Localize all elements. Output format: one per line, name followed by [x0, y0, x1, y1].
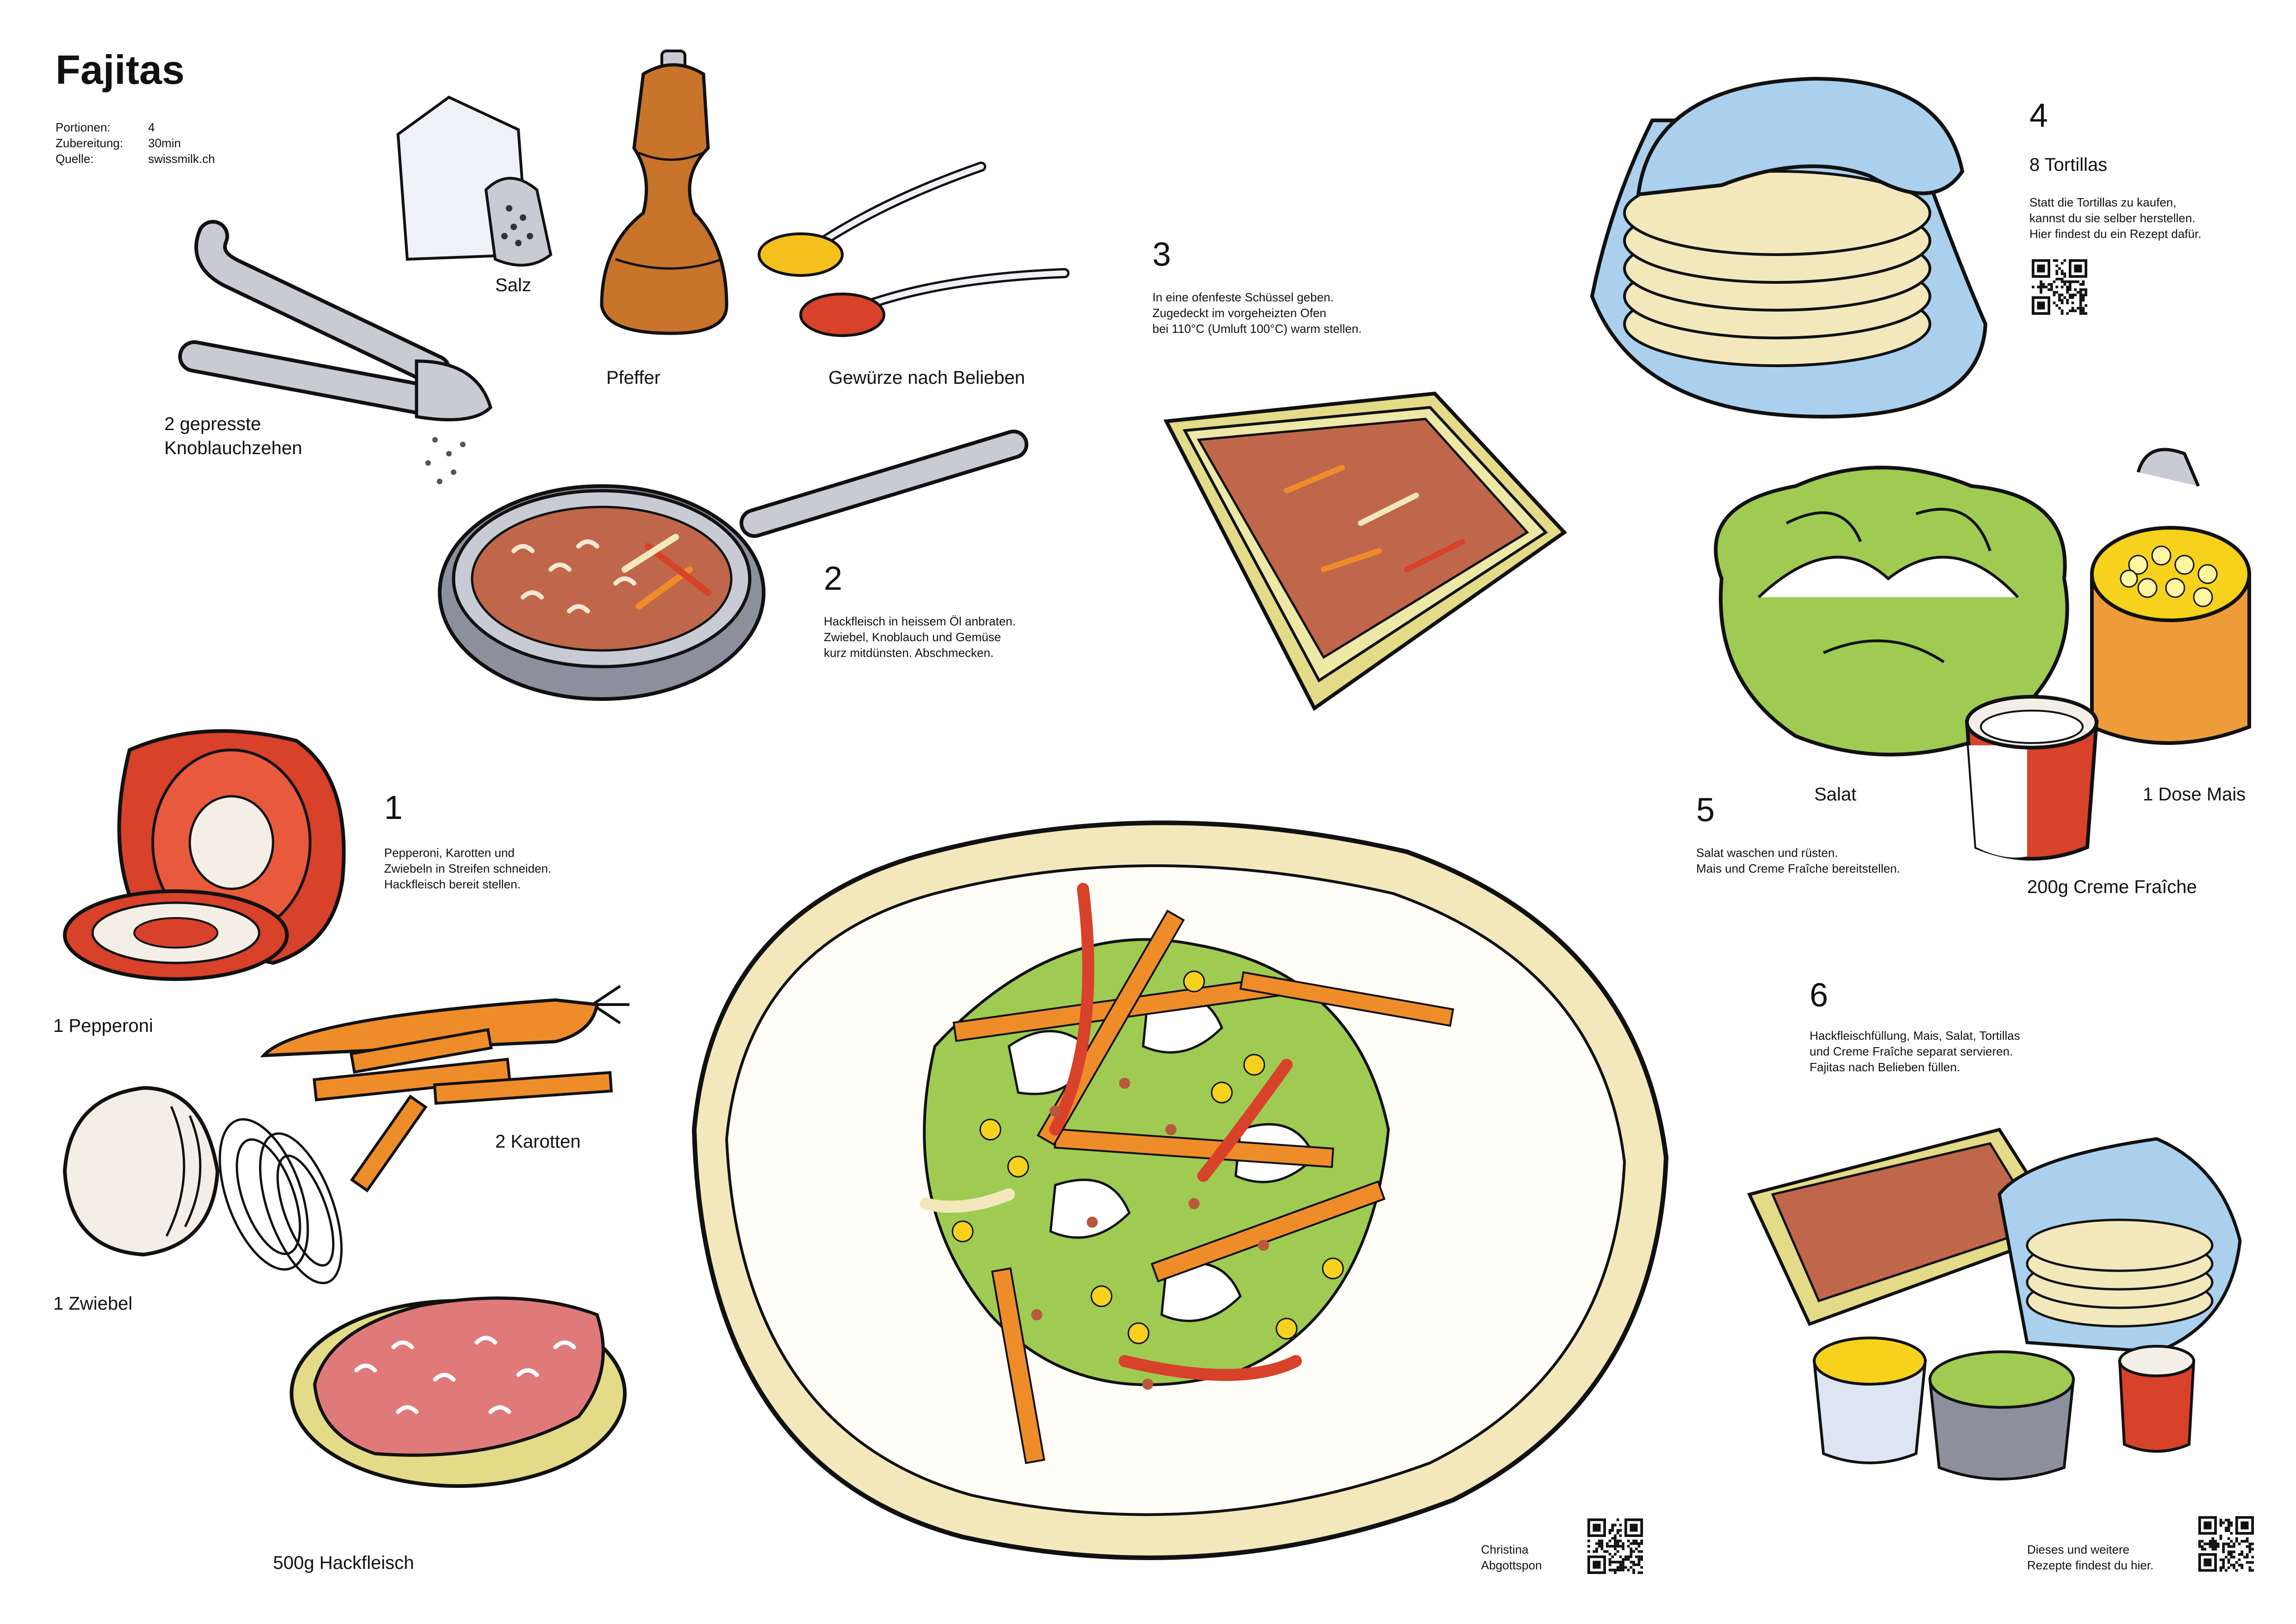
lettuce-illustration — [1714, 466, 2069, 756]
servings-value: 4 — [148, 120, 155, 134]
step-6-text: Hackfleischfüllung, Mais, Salat, Tortill… — [1810, 1029, 2020, 1074]
source-value: swissmilk.ch — [148, 152, 215, 166]
serving-setup-illustration — [1747, 1127, 2242, 1480]
step-3-number: 3 — [1152, 236, 1171, 273]
step-3-text: In eine ofenfeste Schüssel geben. Zugede… — [1152, 290, 1362, 336]
pepper-label: Pfeffer — [606, 368, 661, 388]
baking-dish-illustration — [1163, 391, 1568, 711]
step-2-number: 2 — [824, 560, 843, 597]
tortillas-label: 8 Tortillas — [2029, 155, 2108, 175]
fajita-tortilla-illustration — [691, 820, 1669, 1560]
time-value: 30min — [148, 136, 181, 150]
recipe-meta: Portionen: 4 Zubereitung: 30min Quelle: … — [56, 119, 287, 167]
minced-meat-illustration — [290, 1296, 627, 1488]
source-label: Quelle: — [56, 152, 94, 166]
step-2-text: Hackfleisch in heissem Öl anbraten. Zwie… — [824, 614, 1016, 660]
creme-fraiche-cup-illustration — [1965, 695, 2099, 861]
step-4-text: Statt die Tortillas zu kaufen, kannst du… — [2029, 195, 2202, 241]
garlic-label: 2 gepresste Knoblauchzehen — [164, 414, 303, 458]
spice-spoons-illustration — [758, 162, 1070, 337]
corn-can-illustration — [2090, 448, 2251, 745]
creme-label: 200g Creme Fraîche — [2027, 877, 2197, 897]
qr-code-tortilla-recipe[interactable] — [2032, 259, 2087, 315]
carrots-label: 2 Karotten — [495, 1131, 581, 1152]
lettuce-label: Salat — [1814, 784, 1857, 805]
mince-label: 500g Hackfleisch — [273, 1553, 414, 1573]
bell-pepper-illustration — [63, 729, 346, 981]
garlic-press-illustration — [178, 220, 492, 484]
step-1-text: Pepperoni, Karotten und Zwiebeln in Stre… — [384, 846, 552, 891]
spices-label: Gewürze nach Belieben — [828, 368, 1025, 388]
step-1-number: 1 — [384, 789, 403, 826]
onion-illustration — [62, 1086, 343, 1285]
step-5-text: Salat waschen und rüsten. Mais und Creme… — [1696, 846, 1900, 875]
qr-code-artist[interactable] — [1587, 1518, 1643, 1574]
artist-credit: Christina Abgottspon — [1481, 1543, 1542, 1572]
salt-shaker-illustration — [396, 95, 553, 267]
salt-label: Salz — [495, 275, 531, 295]
step-4-number: 4 — [2029, 97, 2048, 134]
qr-code-more-recipes[interactable] — [2198, 1516, 2254, 1572]
carrots-illustration — [260, 985, 629, 1193]
bell-pepper-label: 1 Pepperoni — [53, 1016, 153, 1036]
servings-label: Portionen: — [56, 120, 111, 134]
step-5-number: 5 — [1696, 792, 1715, 829]
corn-label: 1 Dose Mais — [2143, 784, 2246, 805]
more-recipes-text: Dieses und weitere Rezepte findest du hi… — [2027, 1543, 2154, 1572]
tortilla-stack-illustration — [1590, 76, 1988, 419]
onion-label: 1 Zwiebel — [53, 1293, 133, 1314]
step-6-number: 6 — [1810, 977, 1829, 1014]
frying-pan-illustration — [438, 430, 1028, 701]
pepper-mill-illustration — [600, 50, 728, 335]
time-label: Zubereitung: — [56, 136, 123, 150]
page-title: Fajitas — [56, 47, 185, 93]
